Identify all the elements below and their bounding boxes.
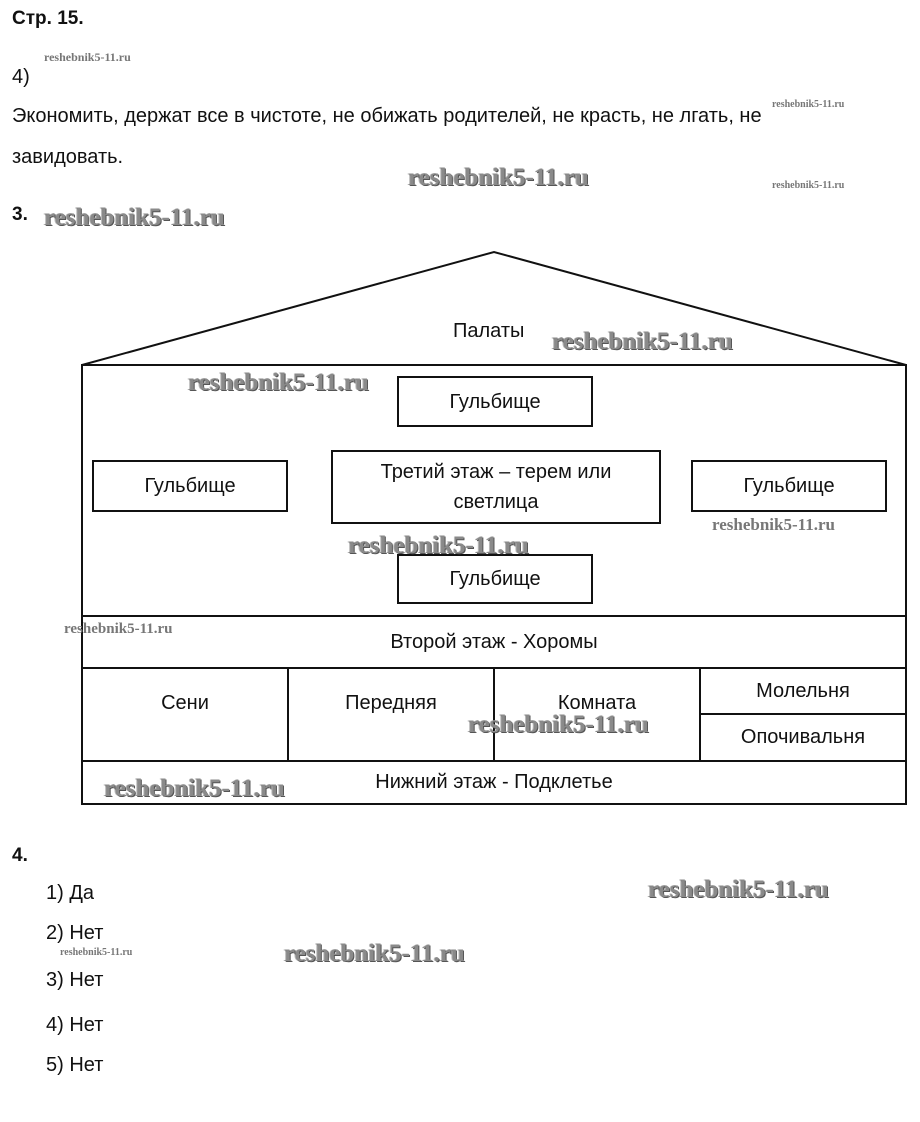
answer-item: 2) Нет bbox=[46, 922, 104, 944]
gulbishche-left-label: Гульбище bbox=[144, 475, 236, 497]
room-perednyaya: Передняя bbox=[345, 691, 437, 714]
gulbishche-right-label: Гульбище bbox=[743, 475, 835, 497]
third-floor-box: Третий этаж – терем или светлица bbox=[331, 450, 661, 524]
watermark: reshebnik5-11.ru bbox=[284, 940, 465, 967]
house-diagram-lines bbox=[81, 250, 907, 805]
third-floor-label: Третий этаж – терем или светлица bbox=[380, 461, 612, 513]
watermark: reshebnik5-11.ru bbox=[648, 876, 829, 903]
gulbishche-top: Гульбище bbox=[397, 376, 593, 427]
answer-text-line-1: Экономить, держат все в чистоте, не обиж… bbox=[12, 105, 762, 127]
page-heading: Стр. 15. bbox=[12, 8, 84, 29]
answer-item: 5) Нет bbox=[46, 1054, 104, 1076]
answer-item: 4) Нет bbox=[46, 1014, 104, 1036]
answer-text-line-2: завидовать. bbox=[12, 146, 124, 168]
roof-label: Палаты bbox=[453, 320, 525, 342]
watermark: reshebnik5-11.ru bbox=[712, 515, 835, 534]
room-molelnya: Молельня bbox=[756, 679, 850, 702]
task-4-number: 4. bbox=[12, 845, 28, 866]
watermark: reshebnik5-11.ru bbox=[64, 621, 173, 637]
second-floor-label: Второй этаж - Хоромы bbox=[390, 630, 598, 653]
watermark: reshebnik5-11.ru bbox=[44, 204, 225, 231]
gulbishche-left: Гульбище bbox=[92, 460, 288, 512]
gulbishche-right: Гульбище bbox=[691, 460, 887, 512]
answer-item: 1) Да bbox=[46, 882, 95, 904]
watermark: reshebnik5-11.ru bbox=[44, 50, 131, 64]
task-3-number: 3. bbox=[12, 204, 28, 225]
room-komnata: Комната bbox=[557, 691, 637, 714]
watermark: reshebnik5-11.ru bbox=[468, 711, 649, 738]
gulbishche-bottom: Гульбище bbox=[397, 554, 593, 604]
room-opochivalnya: Опочивальня bbox=[740, 726, 866, 748]
watermark: reshebnik5-11.ru bbox=[60, 947, 133, 958]
roof-outline bbox=[81, 250, 907, 366]
watermark: reshebnik5-11.ru bbox=[772, 99, 845, 110]
ground-floor-label: Нижний этаж - Подклетье bbox=[375, 771, 613, 793]
watermark: reshebnik5-11.ru bbox=[188, 369, 369, 396]
watermark: reshebnik5-11.ru bbox=[552, 328, 733, 355]
gulbishche-top-label: Гульбище bbox=[449, 390, 541, 413]
watermark: reshebnik5-11.ru bbox=[348, 532, 529, 559]
answer-item: 3) Нет bbox=[46, 969, 104, 991]
item-label: 4) bbox=[12, 66, 30, 88]
gulbishche-bottom-label: Гульбище bbox=[449, 568, 541, 590]
room-seni: Сени bbox=[161, 691, 209, 714]
watermark: reshebnik5-11.ru bbox=[772, 180, 845, 191]
watermark: reshebnik5-11.ru bbox=[104, 775, 285, 802]
house-outline bbox=[81, 364, 907, 805]
watermark: reshebnik5-11.ru bbox=[408, 164, 589, 191]
